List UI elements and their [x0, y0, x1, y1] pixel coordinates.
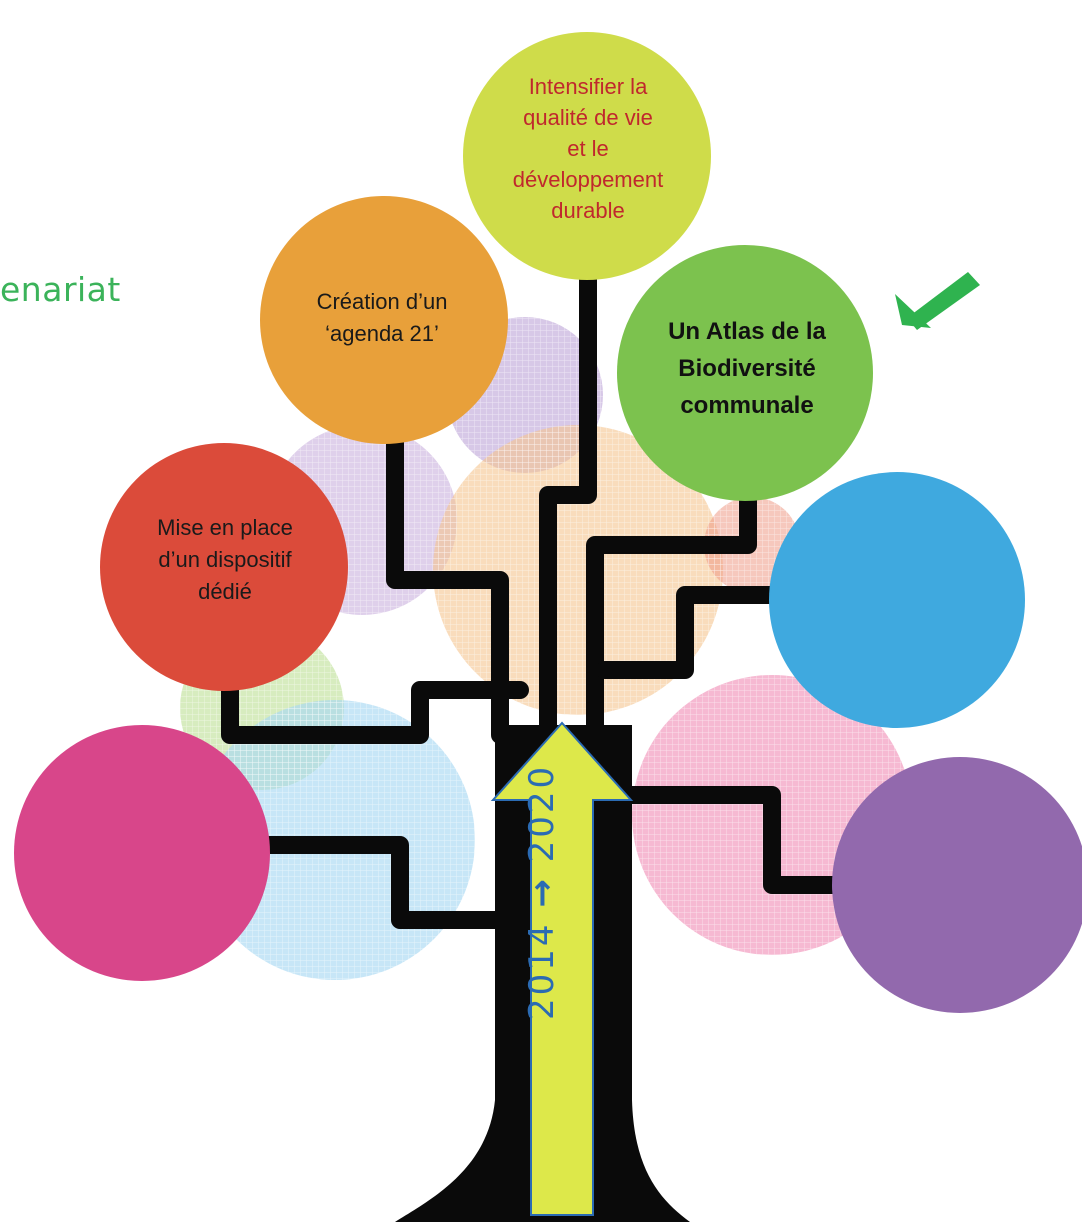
bubble-creation [260, 196, 508, 444]
timeline-end-year: 2020 [522, 763, 562, 863]
bubble-creation-line: Création d’un [316, 289, 448, 314]
bubble-atlas-line: communale [680, 391, 814, 419]
bubble-top [463, 32, 711, 280]
bubble-atlas-label: Un Atlas de la Biodiversité communale [612, 298, 882, 438]
bubble-mise-line: Mise en place [157, 515, 293, 540]
timeline-years-label: 2014 → 2020 [522, 764, 562, 1020]
tree-trunk [221, 246, 859, 929]
partial-title: enariat [0, 270, 121, 309]
bubble-mise [100, 443, 348, 691]
branch-top [539, 246, 597, 744]
bubble-atlas-line: Un Atlas de la [668, 317, 826, 345]
pointer-arrow-icon [895, 272, 980, 330]
bubble-top-line: qualité de vie [523, 104, 653, 130]
bubble-atlas [617, 245, 873, 501]
timeline-arrow [490, 721, 634, 1216]
branch-right-purple [621, 786, 859, 894]
bubble-top-label: Intensifier la qualité de vie et le déve… [468, 48, 708, 248]
bubble-creation-label: Création d’un ‘agenda 21’ [262, 268, 502, 368]
bubble-top-line: développement [512, 166, 664, 192]
bubble-mise-label: Mise en place d’un dispositif dédié [100, 490, 350, 630]
bubble-mise-line: d’un dispositif [158, 547, 292, 572]
branch-right-atlas [586, 486, 757, 739]
bubble-atlas-line: Biodiversité [678, 354, 816, 382]
branch-mise [221, 631, 529, 744]
bubble-blue-right [769, 472, 1025, 728]
bubble-top-line: Intensifier la [528, 73, 648, 99]
timeline-start-year: 2014 [522, 921, 562, 1020]
bubble-purple-right [832, 757, 1082, 1013]
timeline-arrow-glyph: → [522, 876, 562, 908]
branch-right-blue [596, 586, 784, 679]
bubble-top-line: durable [551, 197, 625, 223]
bubble-mise-line: dédié [198, 579, 252, 604]
bubble-pink-left [14, 725, 270, 981]
branch-left-creation [386, 351, 509, 744]
bubble-creation-line: ‘agenda 21’ [325, 321, 439, 346]
branch-left-pink [261, 836, 529, 929]
bubble-top-line: et le [567, 135, 609, 161]
